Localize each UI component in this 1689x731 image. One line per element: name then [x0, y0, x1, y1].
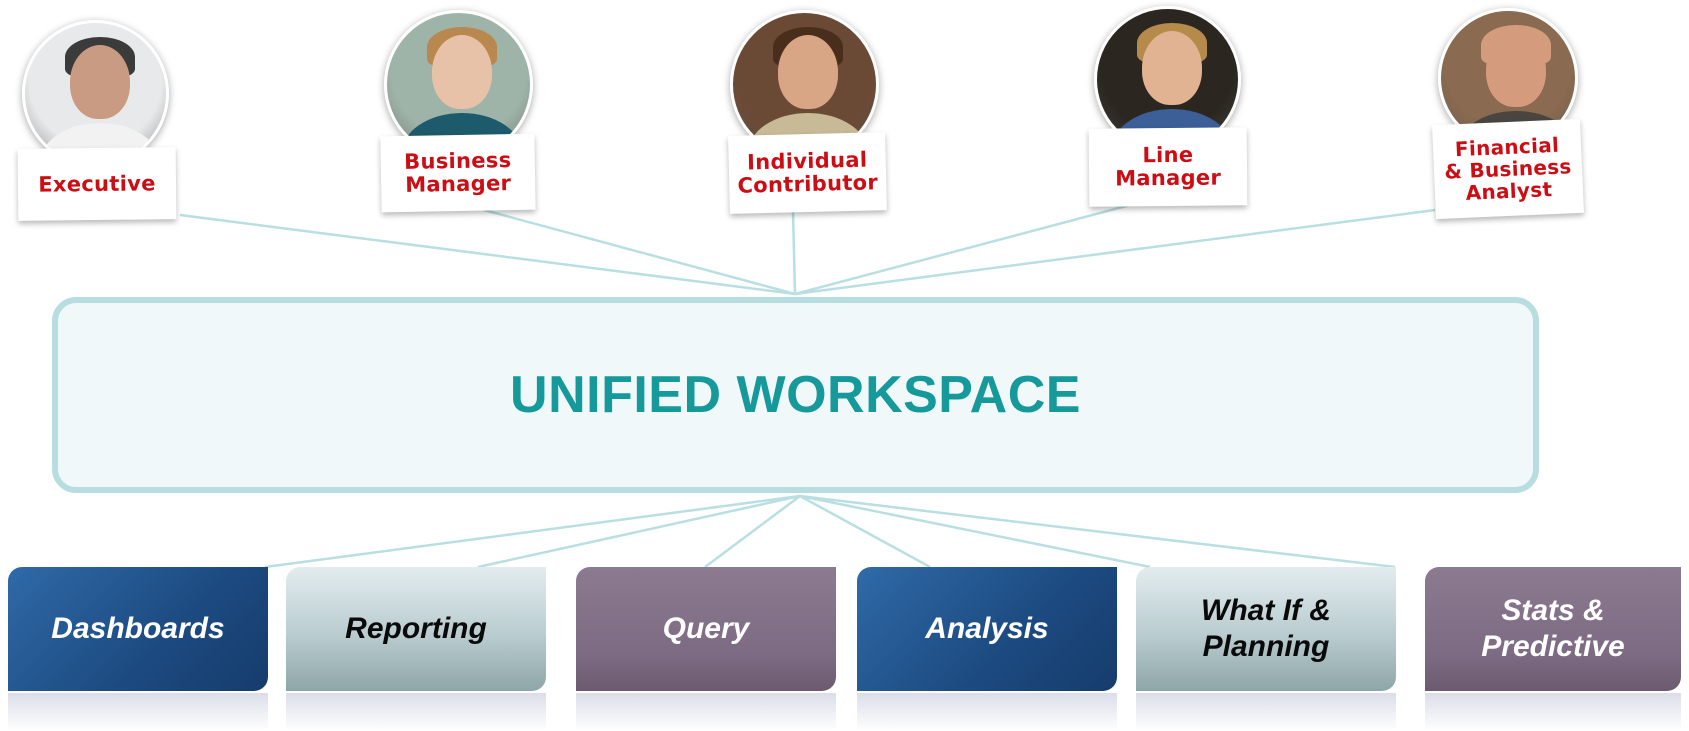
individual-contributor-face	[778, 35, 838, 109]
connector-dashboards	[264, 494, 801, 569]
connector-analysis	[799, 494, 931, 569]
capability-reporting: Reporting	[286, 567, 546, 731]
connector-executive	[179, 213, 796, 296]
capability-stats-predictive: Stats & Predictive	[1425, 567, 1681, 731]
connector-financial-analyst	[794, 208, 1436, 296]
executive-photo	[22, 20, 169, 167]
financial-analyst-face	[1486, 33, 1546, 107]
executive-label: Executive	[17, 147, 177, 221]
business-manager-label: Business Manager	[380, 133, 536, 213]
executive-face	[70, 45, 130, 119]
connector-business-manager	[483, 208, 796, 296]
line-manager-face	[1142, 31, 1202, 105]
connector-query	[704, 494, 801, 569]
business-manager-face	[432, 35, 492, 109]
connector-what-if	[799, 494, 1151, 569]
connector-individual-contributor	[791, 211, 797, 295]
capability-dashboards: Dashboards	[8, 567, 268, 731]
individual-contributor-label: Individual Contributor	[728, 132, 887, 214]
capability-analysis: Analysis	[857, 567, 1117, 731]
line-manager-label: Line Manager	[1088, 127, 1248, 207]
unified-workspace-panel: UNIFIED WORKSPACE	[52, 297, 1539, 493]
financial-analyst-label: Financial & Business Analyst	[1432, 118, 1584, 220]
capability-what-if-planning: What If & Planning	[1136, 567, 1396, 731]
workspace-title: UNIFIED WORKSPACE	[510, 366, 1081, 424]
connector-line-manager	[794, 203, 1131, 296]
connector-stats	[799, 494, 1396, 569]
capability-query: Query	[576, 567, 836, 731]
connector-reporting	[477, 494, 801, 569]
